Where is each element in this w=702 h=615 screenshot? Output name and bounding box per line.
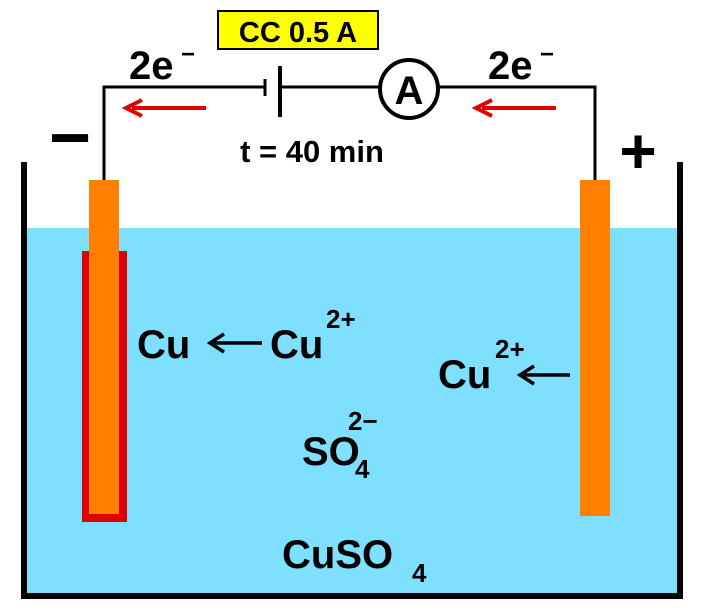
cuso4-solution — [24, 228, 680, 596]
sulfate-ion: SO — [302, 430, 360, 474]
cathode-ion: Cu — [270, 323, 323, 367]
circuit-wire — [102, 85, 265, 180]
cc-label-box — [217, 10, 379, 50]
sulfate-subscript: 4 — [355, 454, 370, 484]
ammeter-symbol: A — [395, 69, 424, 113]
electron-arrow-right — [471, 98, 556, 118]
anode-sign: + — [619, 115, 656, 187]
cathode-ion-charge: 2+ — [326, 304, 356, 334]
cc-label: CC 0.5 A — [239, 17, 357, 49]
time-label: t = 40 min — [240, 134, 384, 169]
battery-icon — [263, 66, 282, 117]
svg-text:−: − — [540, 41, 554, 68]
electron-arrow-left — [121, 98, 206, 118]
svg-text:2e: 2e — [488, 44, 533, 88]
svg-text:2e: 2e — [129, 44, 174, 88]
solution-name: CuSO — [282, 533, 393, 577]
reaction-arrow-cathode — [206, 332, 262, 354]
cathode-electrode — [89, 180, 119, 514]
solution-name-subscript: 4 — [412, 558, 427, 588]
anode-ion-charge: 2+ — [495, 334, 525, 364]
svg-text:−: − — [181, 41, 195, 68]
ammeter-icon: A — [378, 58, 440, 120]
anode-ion: Cu — [438, 353, 491, 397]
cathode-sign: − — [49, 98, 91, 178]
electron-label-left: 2e − — [129, 41, 195, 88]
beaker — [21, 162, 683, 599]
anode-electrode — [580, 180, 610, 516]
cathode-product: Cu — [137, 323, 190, 367]
reaction-arrow-anode — [516, 364, 570, 386]
sulfate-charge: 2− — [348, 406, 378, 436]
circuit-wire-right — [438, 85, 597, 180]
electron-label-right: 2e − — [488, 41, 554, 88]
